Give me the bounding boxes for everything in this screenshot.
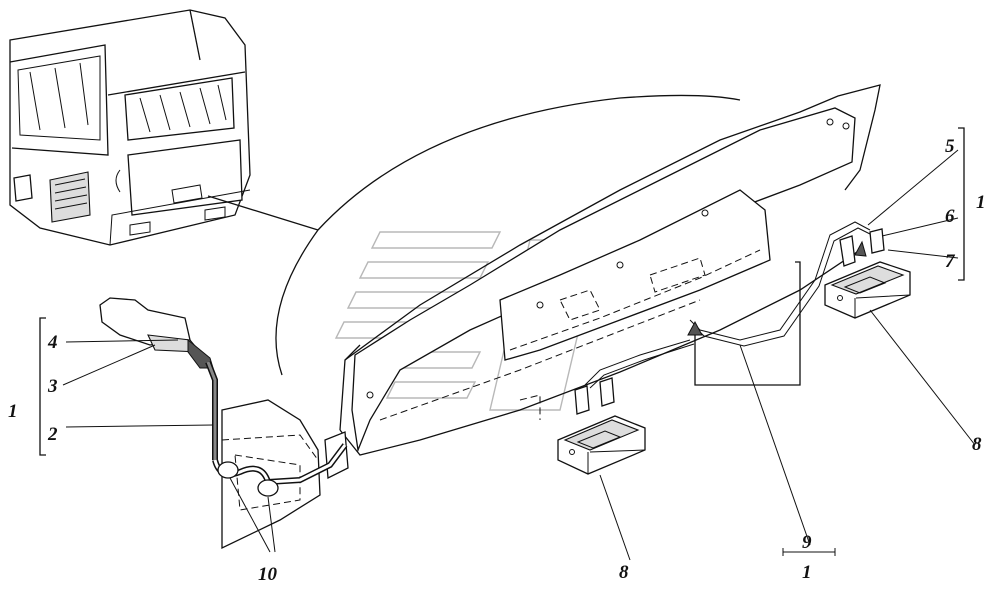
wire-harness-right [584,221,875,389]
bracket-left [39,317,46,456]
callout-5: 5 [945,136,955,157]
callout-6: 6 [945,206,955,227]
callout-1-left: 1 [8,401,18,422]
leader-lines [62,149,976,561]
plug-connectors [574,228,885,415]
callout-1-bottom: 1 [802,562,812,583]
callout-labels: 1 2 3 4 5 6 7 1 8 8 9 1 10 [8,136,986,585]
callout-8-right: 8 [972,434,982,455]
wire-harness-left [99,297,348,497]
lamp-left [557,415,646,475]
callout-10: 10 [258,564,278,585]
callout-3: 3 [47,376,58,397]
bracket-right [958,127,965,281]
callout-4: 4 [47,332,58,353]
bus-rear-view [9,9,251,246]
callout-9: 9 [802,532,812,553]
lamp-right [824,261,911,319]
callout-1-right: 1 [976,192,986,213]
callout-7: 7 [945,251,956,272]
callout-2: 2 [47,424,58,445]
rear-panel [339,84,881,456]
callout-8-left: 8 [619,562,629,583]
